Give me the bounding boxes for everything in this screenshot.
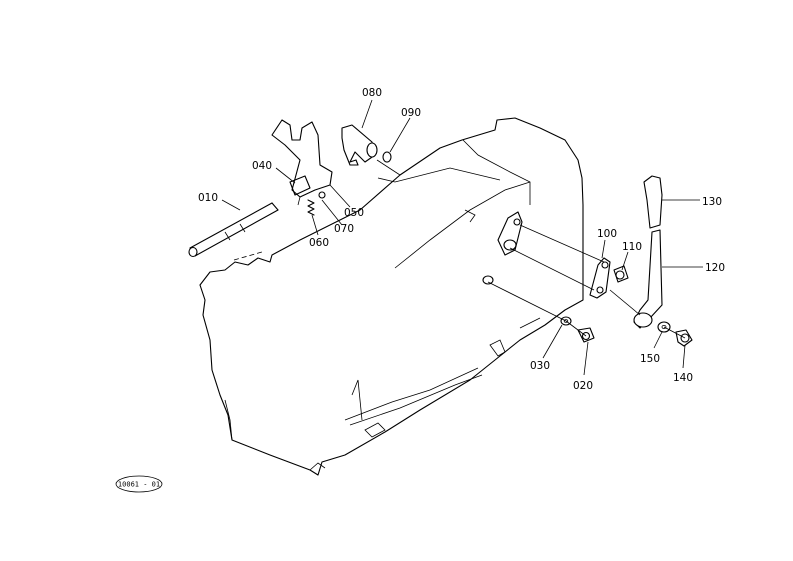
leader-lines (221, 99, 703, 376)
spring-060 (307, 199, 315, 216)
label-090: 090 (401, 107, 421, 119)
label-100: 100 (597, 228, 617, 240)
label-040: 040 (252, 160, 272, 172)
label-120: 120 (705, 262, 725, 274)
drawing-code-tag: 10061 - 01 (115, 475, 163, 493)
o-ring-090 (382, 151, 392, 163)
label-080: 080 (362, 87, 382, 99)
shift-fork-040 (271, 119, 333, 206)
label-010: 010 (198, 192, 218, 204)
label-110: 110 (622, 241, 642, 253)
pin-bushing (482, 275, 494, 285)
bolt-020 (577, 327, 595, 343)
bolt-140 (675, 329, 693, 347)
label-050: 050 (344, 207, 364, 219)
label-150: 150 (640, 353, 660, 365)
label-130: 130 (702, 196, 722, 208)
label-140: 140 (673, 372, 693, 384)
lever-120 (633, 229, 663, 329)
link-100 (589, 257, 611, 299)
drawing-code-text: 10061 - 01 (118, 481, 160, 489)
bracket-plate (497, 211, 523, 256)
shaft-axis-line (376, 159, 401, 176)
shift-arm-080 (341, 124, 378, 166)
shifter-shaft-010 (188, 202, 279, 258)
grip-130 (643, 175, 663, 229)
part-labels: 010 020 030 040 050 060 070 080 090 100 … (198, 87, 725, 392)
label-030: 030 (530, 360, 550, 372)
bolt-110 (613, 265, 629, 283)
assembly-lines (487, 224, 686, 339)
label-020: 020 (573, 380, 593, 392)
label-060: 060 (309, 237, 329, 249)
label-070: 070 (334, 223, 354, 235)
ball-070 (318, 191, 326, 199)
